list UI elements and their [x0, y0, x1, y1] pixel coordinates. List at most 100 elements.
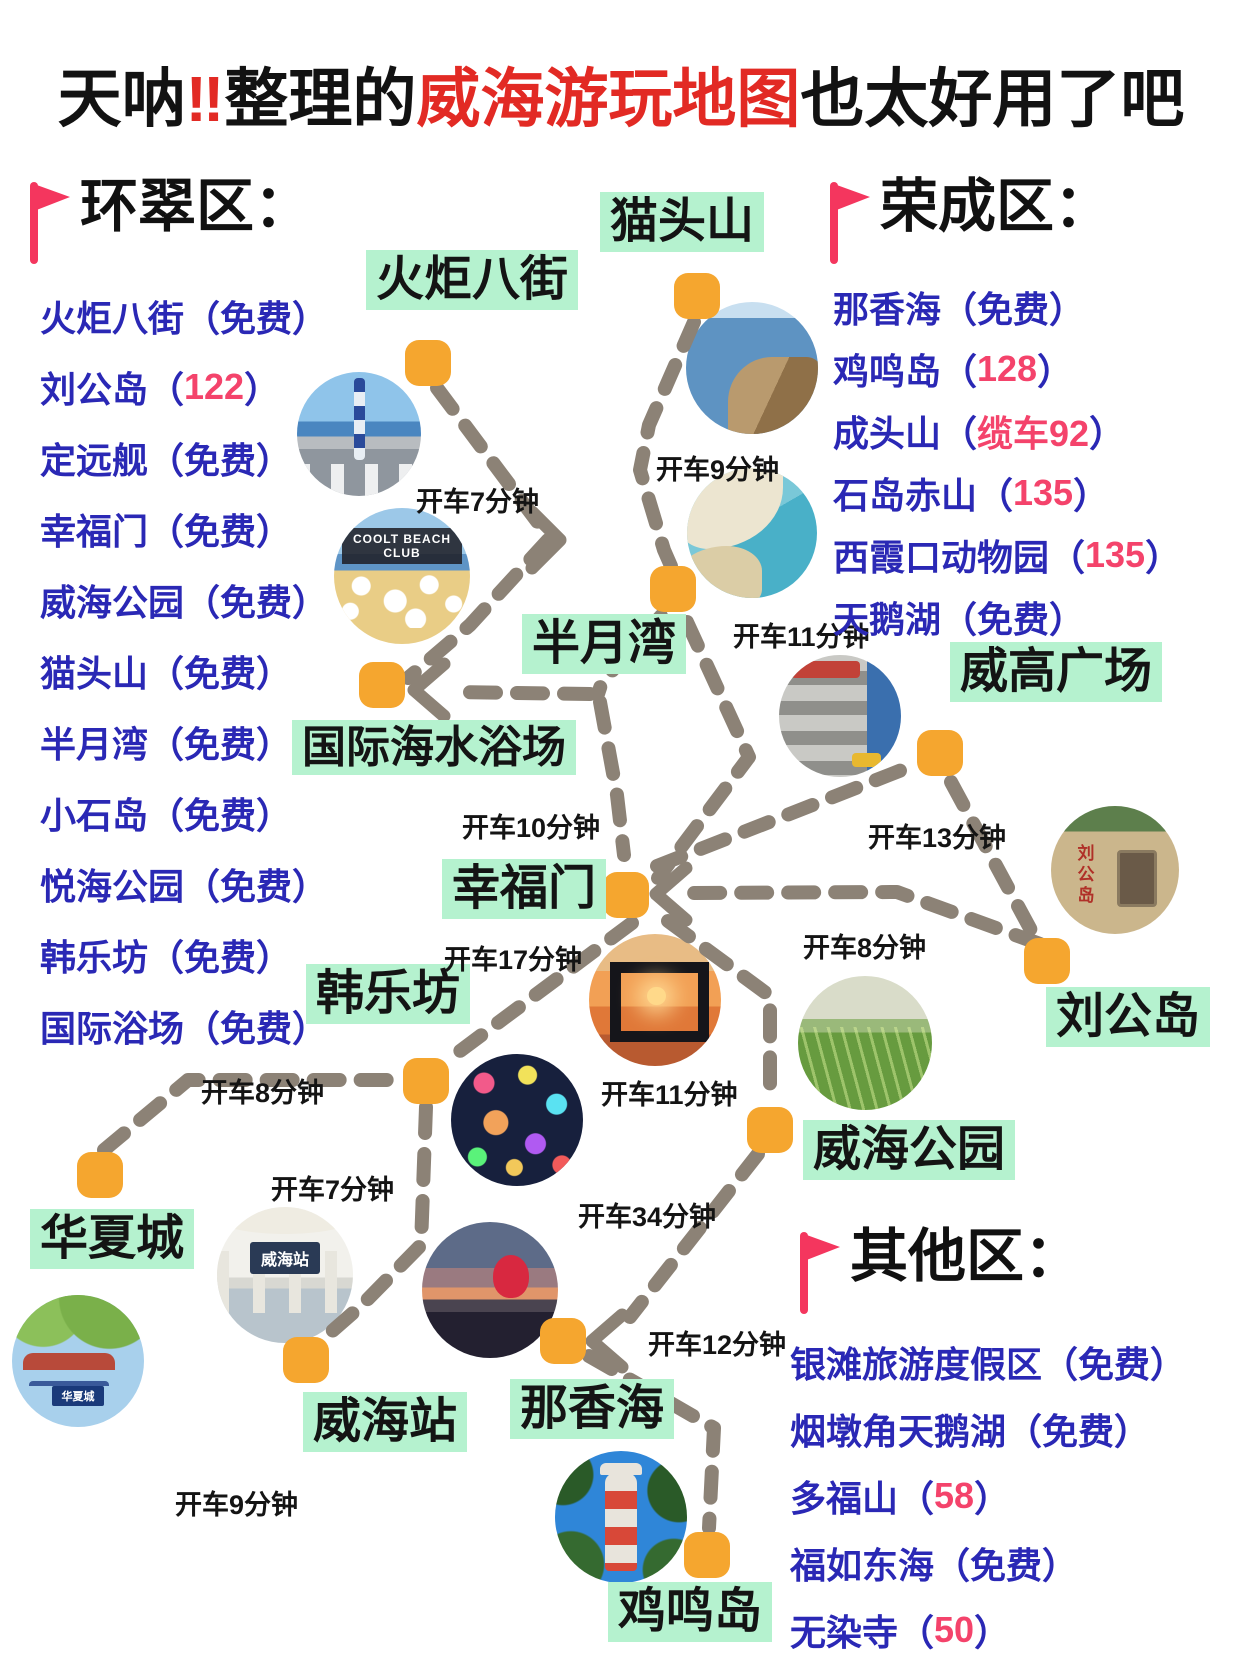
map-label-weihai-park: 威海公园 — [803, 1120, 1016, 1180]
map-label-guoji: 国际海水浴场 — [292, 720, 576, 776]
waypoint-guoji-yuchang — [359, 662, 405, 708]
attraction-list-qita: 银滩旅游度假区（免费） 烟墩角天鹅湖（免费） 多福山（58） 福如东海（免费） 无染寺（… — [790, 1328, 1186, 1660]
route-weihaipark-naxianghai — [623, 1147, 765, 1324]
photo-weigao — [779, 655, 901, 777]
attraction-item: 成头山（缆车92） — [833, 413, 1126, 454]
attraction-item: 韩乐坊（免费） — [40, 936, 293, 978]
attraction-item: 幸福门（免费） — [40, 510, 293, 552]
attraction-item: 刘公岛（122） — [40, 365, 281, 410]
drive-time-label: 开车9分钟 — [175, 1490, 299, 1520]
attraction-item: 定远舰（免费） — [40, 439, 293, 481]
route-weigao-liugongdao — [944, 775, 1039, 939]
section-title-qita: 其他区： — [850, 1224, 1083, 1289]
title-segment: 天呐 — [57, 63, 186, 135]
attraction-item: 猫头山（免费） — [40, 652, 293, 694]
attraction-item: 烟墩角天鹅湖（免费） — [790, 1410, 1151, 1452]
map-label-weihaizhan: 威海站 — [303, 1392, 468, 1452]
photo-beach-club: COOLT BEACH CLUB — [334, 508, 470, 644]
waypoint-banyuewan — [650, 566, 696, 612]
arrow-left-xingfumen — [649, 861, 693, 927]
drive-time-label: 开车8分钟 — [803, 933, 927, 963]
waypoint-naxianghai — [540, 1318, 586, 1364]
route-junction-xingfumen — [593, 695, 631, 862]
photo-sign-huaxiacheng: 华夏城 — [51, 1385, 105, 1406]
photo-banyuewan — [687, 468, 817, 598]
drive-time-label: 开车34分钟 — [578, 1202, 717, 1232]
attraction-item: 福如东海（免费） — [790, 1544, 1079, 1586]
photo-jimingdao — [555, 1451, 687, 1583]
arrow-right-apex — [525, 505, 567, 575]
attraction-item: 小石岛（免费） — [40, 794, 293, 836]
photo-naxianghai — [422, 1222, 558, 1358]
map-label-huojiba: 火炬八街 — [366, 250, 579, 310]
title-segment: 也太好用了吧 — [800, 63, 1185, 135]
map-label-maotoushan: 猫头山 — [600, 192, 765, 252]
waypoint-weihai-park — [747, 1107, 793, 1153]
drive-time-label: 开车11分钟 — [601, 1080, 738, 1110]
map-label-liugongdao: 刘公岛 — [1046, 987, 1211, 1047]
attraction-item: 银滩旅游度假区（免费） — [790, 1343, 1187, 1385]
section-title-huancui: 环翠区： — [80, 174, 313, 239]
waypoint-jimingdao — [684, 1532, 730, 1578]
page-title: 天呐‼整理的威海游玩地图也太好用了吧 — [0, 48, 1242, 140]
route-junction-guoji — [445, 685, 597, 701]
photo-sign-liugongdao: 刘公岛 — [1074, 844, 1094, 908]
arrow-left-naxianghai — [585, 1308, 629, 1374]
drive-time-label: 开车17分钟 — [444, 945, 583, 975]
attraction-item: 威海公园（免费） — [40, 581, 329, 623]
title-segment: 威海游玩地图 — [416, 63, 801, 135]
section-huancui: 环翠区： 火炬八街（免费）刘公岛（122）定远舰（免费）幸福门（免费）威海公园（… — [24, 178, 328, 1061]
photo-huojiba — [297, 372, 421, 496]
drive-time-label: 开车10分钟 — [462, 813, 601, 843]
map-label-banyuewan: 半月湾 — [522, 614, 687, 674]
photo-weihaizhan: 威海站 — [217, 1207, 353, 1343]
drive-time-label: 开车7分钟 — [271, 1175, 395, 1205]
waypoint-maotoushan — [674, 273, 720, 319]
photo-xingfumen — [589, 934, 721, 1066]
photo-huaxiacheng: 华夏城 — [12, 1295, 144, 1427]
drive-time-label: 开车13分钟 — [868, 823, 1007, 853]
attraction-item: 鸡鸣岛（128） — [833, 348, 1074, 392]
drive-time-label: 开车12分钟 — [648, 1330, 787, 1360]
drive-time-label: 开车7分钟 — [416, 487, 540, 517]
attraction-item: 火炬八街（免费） — [40, 297, 329, 339]
waypoint-huojiba — [405, 340, 451, 386]
map-label-weigao: 威高广场 — [950, 642, 1163, 702]
waypoint-liugongdao — [1024, 938, 1070, 984]
map-label-naxianghai: 那香海 — [510, 1379, 675, 1439]
drive-time-label: 开车9分钟 — [656, 455, 780, 485]
attraction-item: 天鹅湖（免费） — [833, 599, 1086, 640]
waypoint-hanlefang — [403, 1058, 449, 1104]
attraction-item: 半月湾（免费） — [40, 723, 293, 765]
attraction-item: 多福山（58） — [790, 1474, 1011, 1519]
waypoint-xingfumen — [603, 872, 649, 918]
title-segment: ‼ — [185, 63, 225, 135]
waypoint-weihaizhan — [283, 1337, 329, 1383]
flag-icon — [800, 1232, 840, 1314]
attraction-item: 石岛赤山（135） — [833, 472, 1110, 516]
drive-time-label: 开车8分钟 — [201, 1078, 325, 1108]
photo-sign-weihaizhan: 威海站 — [249, 1242, 321, 1275]
photo-maotoushan — [686, 302, 818, 434]
waypoint-huaxiacheng — [77, 1152, 123, 1198]
photo-weihai-park — [798, 976, 932, 1110]
title-segment: 整理的 — [224, 63, 417, 135]
map-label-huaxiacheng: 华夏城 — [30, 1209, 195, 1269]
attraction-item: 无染寺（50） — [790, 1608, 1011, 1653]
flag-icon — [30, 182, 70, 264]
photo-sign-beach-club: COOLT BEACH CLUB — [342, 528, 462, 565]
section-qita: 其他区： 银滩旅游度假区（免费） 烟墩角天鹅湖（免费） 多福山（58） 福如东海（免费… — [790, 1224, 1186, 1660]
photo-liugongdao: 刘公岛 — [1051, 806, 1179, 934]
attraction-item: 西霞口动物园（135） — [833, 534, 1182, 578]
photo-hanlefang — [451, 1054, 583, 1186]
attraction-item: 悦海公园（免费） — [40, 865, 329, 907]
flag-icon — [830, 182, 870, 264]
attraction-list-rongcheng: 那香海（免费）鸡鸣岛（128）成头山（缆车92）石岛赤山（135）西霞口动物园（… — [833, 276, 1181, 648]
attraction-list-huancui: 火炬八街（免费） 刘公岛（122） 定远舰（免费） 幸福门（免费） 威海公园（免费） 猫头… — [40, 280, 328, 1061]
section-title-rongcheng: 荣成区： — [880, 174, 1113, 239]
arrow-left-guoji — [407, 657, 451, 723]
map-label-xingfumen: 幸福门 — [442, 859, 607, 919]
map-label-jimingdao: 鸡鸣岛 — [608, 1582, 773, 1642]
section-rongcheng: 荣成区： 那香海（免费）鸡鸣岛（128）成头山（缆车92）石岛赤山（135）西霞… — [824, 178, 1181, 648]
